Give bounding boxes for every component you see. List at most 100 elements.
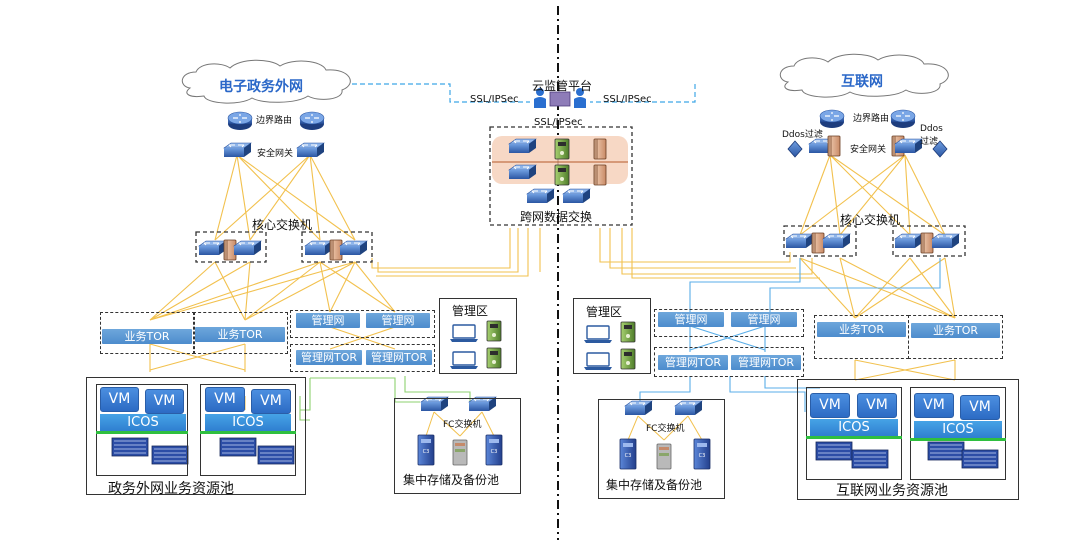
exchange-switch-3-icon xyxy=(526,188,555,204)
right-storage-box xyxy=(598,399,725,499)
left-border-router-2-icon xyxy=(299,111,325,131)
right-ddos-right-label-1: Ddos xyxy=(920,124,943,134)
left-mgmt-tor-2: 管理网TOR xyxy=(366,350,432,365)
left-mgmt-tor-box xyxy=(290,344,435,372)
right-core-switch-1-icon xyxy=(785,233,814,249)
left-cloud-label: 电子政务外网 xyxy=(219,79,303,95)
exchange-zone-box xyxy=(489,126,633,226)
right-mgmt-zone-label: 管理区 xyxy=(586,305,623,319)
right-security-gateway-2-icon xyxy=(894,138,923,154)
right-core-fw-1-icon xyxy=(811,232,825,254)
right-tor-2: 业务TOR xyxy=(911,323,1000,338)
right-fc-switch-label: FC交换机 xyxy=(646,424,685,434)
right-mgmt-tor-2: 管理网TOR xyxy=(731,355,801,370)
left-mgmt-net-1: 管理网 xyxy=(296,313,360,328)
right-vm-3: VM xyxy=(914,393,954,418)
left-border-router-label: 边界路由 xyxy=(256,116,293,126)
right-orange-cables xyxy=(599,154,956,381)
right-vm-1: VM xyxy=(810,393,850,418)
exchange-server-2-icon xyxy=(554,164,570,186)
ssl-right-label: SSL/IPSec xyxy=(603,94,652,105)
right-mgmt-net-1: 管理网 xyxy=(658,312,724,327)
ssl-down-label: SSL/IPSec xyxy=(534,117,583,128)
left-core-group-1 xyxy=(195,231,267,263)
right-security-gateway-label: 安全网关 xyxy=(850,145,887,155)
right-mgmt-tor-1: 管理网TOR xyxy=(658,355,728,370)
right-vm-4: VM xyxy=(960,395,1000,420)
left-core-switch-label: 核心交换机 xyxy=(252,218,313,232)
left-mgmt-zone-label: 管理区 xyxy=(452,304,489,318)
left-resource-pool-box xyxy=(86,377,306,495)
right-host-box-1 xyxy=(806,387,902,480)
left-security-gateway-1-icon xyxy=(223,142,252,158)
left-mgmt-tor-1: 管理网TOR xyxy=(296,350,362,365)
left-core-switch-2-icon xyxy=(233,240,262,256)
right-core-group-2 xyxy=(892,225,966,257)
right-core-group-1 xyxy=(783,225,857,257)
left-icos-2-underline xyxy=(200,431,296,434)
left-cloud xyxy=(181,59,351,104)
left-icos-1: ICOS xyxy=(100,414,186,431)
left-tor-box-2 xyxy=(193,312,288,354)
right-cloud-label: 互联网 xyxy=(841,74,883,90)
left-core-switch-1-icon xyxy=(198,240,227,256)
right-mgmt-zone-box xyxy=(573,298,651,374)
right-border-router-label: 边界路由 xyxy=(853,114,890,124)
right-ddos-left-label: Ddos过滤 xyxy=(782,130,823,140)
right-icos-2-underline xyxy=(910,438,1006,441)
left-core-switch-3-icon xyxy=(304,240,333,256)
right-core-switch-3-icon xyxy=(894,233,923,249)
right-core-switch-label: 核心交换机 xyxy=(840,213,901,227)
left-storage-box xyxy=(394,398,521,494)
right-core-switch-2-icon xyxy=(822,233,851,249)
left-host-box-1 xyxy=(96,384,188,476)
right-resource-pool-box xyxy=(797,379,1019,500)
right-ddos-filter-1-icon xyxy=(787,140,803,158)
right-ddos-right-label-2: 过滤 xyxy=(920,137,939,147)
right-host-box-2 xyxy=(910,387,1006,480)
right-mgmt-tor-box xyxy=(654,347,804,377)
left-host-box-2 xyxy=(200,384,296,476)
left-vm-4: VM xyxy=(251,389,291,414)
left-storage-label: 集中存储及备份池 xyxy=(403,473,500,487)
right-tor-1: 业务TOR xyxy=(817,322,906,337)
left-pool-label: 政务外网业务资源池 xyxy=(108,481,234,497)
exchange-server-1-icon xyxy=(554,138,570,160)
left-border-router-1-icon xyxy=(227,111,253,131)
right-mgmt-net-2: 管理网 xyxy=(731,312,797,327)
right-fw-1-icon xyxy=(827,135,841,157)
left-tor-box-1 xyxy=(100,312,195,354)
left-mgmt-net-box xyxy=(290,310,435,338)
left-security-gateway-label: 安全网关 xyxy=(257,149,294,159)
left-mgmt-zone-box xyxy=(439,298,517,374)
left-icos-1-underline xyxy=(96,431,188,434)
right-mgmt-net-box xyxy=(654,309,804,337)
right-core-fw-2-icon xyxy=(920,232,934,254)
left-security-gateway-2-icon xyxy=(296,142,325,158)
left-mgmt-net-2: 管理网 xyxy=(366,313,430,328)
right-border-router-2-icon xyxy=(890,109,916,129)
left-fc-switch-label: FC交换机 xyxy=(443,420,482,430)
right-border-router-1-icon xyxy=(819,109,845,129)
ssl-left-label: SSL/IPSec xyxy=(470,94,519,105)
ssl-vpn-links xyxy=(352,83,696,103)
left-core-group-2 xyxy=(301,231,373,263)
right-tor-box-2 xyxy=(908,315,1003,359)
platform-console-icon xyxy=(549,91,571,107)
right-icos-1: ICOS xyxy=(810,419,898,436)
left-green-cables xyxy=(299,376,471,421)
exchange-label: 跨网数据交换 xyxy=(520,210,593,224)
platform-label: 云监管平台 xyxy=(532,79,593,93)
right-blue-cables xyxy=(639,258,941,412)
left-vm-1: VM xyxy=(100,387,139,412)
right-storage-label: 集中存储及备份池 xyxy=(606,478,703,492)
left-icos-2: ICOS xyxy=(205,414,291,431)
right-cloud xyxy=(779,53,949,98)
right-icos-2: ICOS xyxy=(914,421,1002,438)
left-vm-2: VM xyxy=(145,389,184,414)
right-pool-label: 互联网业务资源池 xyxy=(836,483,948,499)
exchange-fw-2-icon xyxy=(593,164,607,186)
right-vm-2: VM xyxy=(857,393,897,418)
right-core-switch-4-icon xyxy=(931,233,960,249)
